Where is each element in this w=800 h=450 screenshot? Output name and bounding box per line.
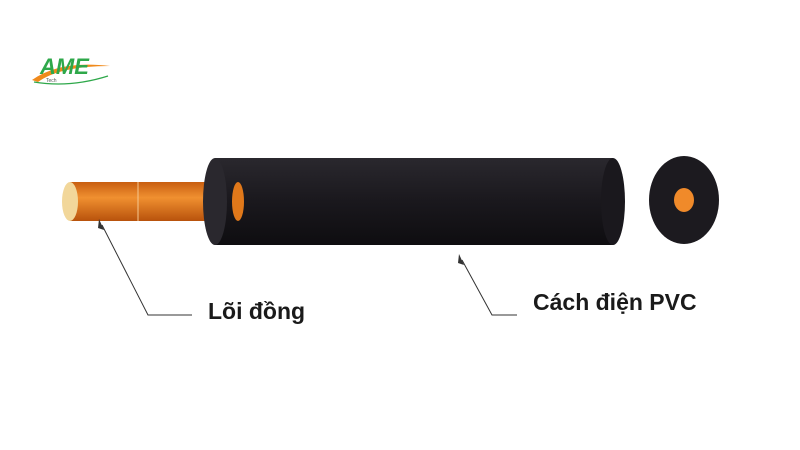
cross-section [649, 156, 719, 244]
label-core: Lõi đồng [208, 298, 306, 324]
logo-text: AME [39, 54, 90, 79]
ame-logo: AME Tech [32, 54, 110, 85]
pvc-jacket [203, 158, 625, 245]
core-tip [62, 182, 78, 221]
arrow-core [98, 219, 104, 230]
label-insulation: Cách điện PVC [533, 289, 697, 315]
core-exit [232, 182, 244, 221]
logo-subtext: Tech [46, 78, 57, 84]
arrow-insulation [458, 254, 464, 265]
leader-lines [101, 224, 517, 316]
cross-section-core [674, 188, 694, 212]
